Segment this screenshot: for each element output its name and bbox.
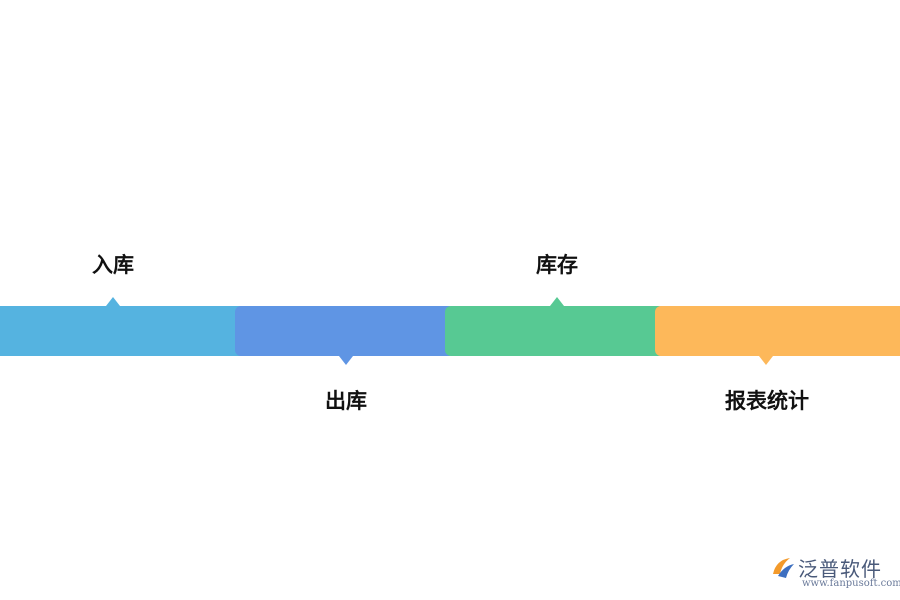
watermark: 泛普软件 www.fanpusoft.com	[770, 552, 900, 592]
watermark-url: www.fanpusoft.com	[802, 578, 900, 589]
step-3-pointer	[550, 297, 564, 306]
step-bar-2	[235, 306, 455, 365]
step-label-4: 报表统计	[725, 389, 809, 413]
watermark-title: 泛普软件	[798, 557, 882, 581]
step-bar-4	[655, 306, 900, 365]
step-bar-1	[0, 297, 245, 356]
step-label-2: 出库	[325, 389, 367, 413]
step-1-pointer	[106, 297, 120, 306]
step-label-3: 库存	[536, 253, 578, 277]
step-2-pointer	[339, 356, 353, 365]
step-4-pointer	[759, 356, 773, 365]
step-bar-3	[445, 297, 665, 356]
fanpu-logo-icon	[773, 558, 794, 578]
step-label-1: 入库	[92, 253, 134, 277]
